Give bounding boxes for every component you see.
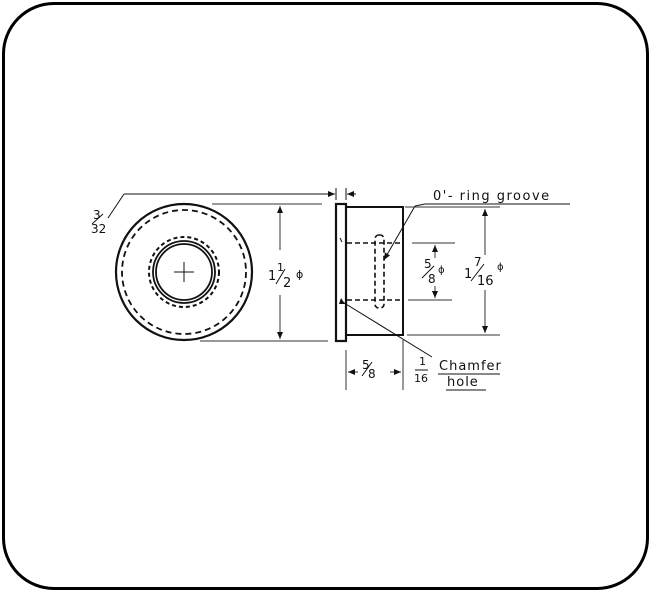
label-length-num: 5 (362, 358, 370, 372)
groove-leader (383, 203, 570, 261)
body-length-dim (345, 340, 404, 390)
label-3-32-num: 3 (93, 208, 101, 222)
label-1-7-16-num: 7 (474, 255, 482, 269)
flange-thickness-dim (107, 188, 356, 219)
bore-diameter-dim (408, 242, 455, 301)
label-1-1-2-dia: ϕ (296, 268, 303, 281)
label-1-16-num: 1 (419, 355, 426, 368)
label-chamfer: Chamfer (439, 359, 502, 374)
label-1-1-2-den: 2 (283, 276, 291, 291)
body-diameter-dim (405, 206, 500, 336)
label-1-7-16-whole: 1 (464, 267, 472, 282)
label-length-den: 8 (368, 367, 376, 381)
label-1-16-den: 16 (414, 372, 428, 385)
chamfer-leader (340, 300, 433, 358)
front-view (114, 202, 254, 342)
flange (334, 202, 348, 343)
hidden-groove-circle (148, 236, 220, 308)
label-1-7-16-den: 16 (477, 274, 494, 289)
hidden-flange-circle (121, 209, 247, 335)
label-1-1-2-num: 1 (277, 261, 284, 274)
label-5-8-num: 5 (424, 257, 432, 271)
label-o-ring-groove: 0'- ring groove (433, 189, 551, 204)
bore-inner-circle (155, 243, 213, 301)
outer-circle (114, 202, 254, 342)
label-5-8-den: 8 (428, 272, 436, 286)
label-1-7-16-dia: ϕ (497, 262, 504, 273)
bore-outer-circle (152, 240, 216, 304)
side-view (334, 202, 404, 343)
label-1-1-2-whole: 1 (268, 269, 276, 284)
label-hole: hole (447, 375, 479, 390)
label-5-8-dia: ϕ (438, 265, 445, 276)
outer-diameter-dim (200, 203, 328, 342)
label-3-32-den: 32 (91, 222, 106, 236)
hidden-groove (374, 234, 385, 309)
body (345, 206, 404, 336)
